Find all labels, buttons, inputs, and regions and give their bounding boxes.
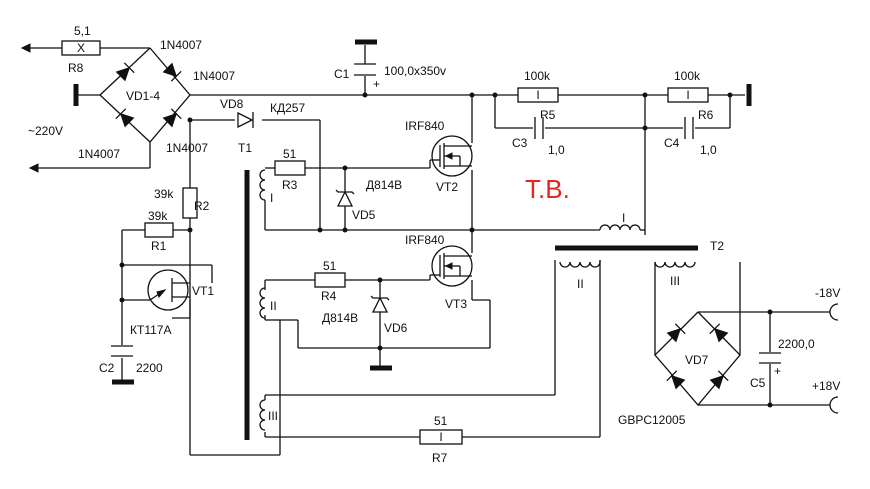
c1-capacitor: + C1 100,0x350v <box>334 63 446 91</box>
bridge-diode-bottom-left-label: 1N4007 <box>78 147 120 161</box>
r4-value: 51 <box>323 259 337 273</box>
c4-capacitor: C4 1,0 <box>664 117 717 157</box>
r7-resistor: I 51 R7 <box>419 414 463 465</box>
c2-ref: C2 <box>99 361 115 375</box>
ground-bars <box>73 39 752 385</box>
r1-ref: R1 <box>151 239 167 253</box>
t2-transformer: T2 I II III <box>555 211 724 291</box>
r8-ref: R8 <box>68 61 84 75</box>
c5-ref: C5 <box>750 376 766 390</box>
r8-mark: X <box>77 41 85 55</box>
vt1-type: КТ117А <box>130 323 171 337</box>
r7-value: 51 <box>434 414 448 428</box>
vd7-bridge: VD7 GBPC12005 <box>618 323 729 427</box>
vd6-zener: Д814В VD6 <box>322 295 408 335</box>
c4-ref: C4 <box>664 136 680 150</box>
vd5-zener: Д814В VD5 <box>335 178 402 222</box>
bridge-diode-top-right-label: 1N4007 <box>193 69 235 83</box>
r8-resistor: X 5,1 R8 <box>61 24 101 75</box>
c2-value: 2200 <box>136 361 163 375</box>
output-terminals: -18V +18V <box>812 286 840 414</box>
svg-text:+: + <box>373 77 380 91</box>
junctions <box>119 92 773 408</box>
vt3-ref: VT3 <box>445 297 467 311</box>
svg-text:+: + <box>774 364 781 378</box>
svg-text:I: I <box>536 88 539 102</box>
t1-winding-3: III <box>268 409 278 423</box>
bridge-ref: VD1-4 <box>126 89 160 103</box>
c5-capacitor: + 2200,0 C5 <box>750 337 815 390</box>
r4-ref: R4 <box>321 289 337 303</box>
vd8-value: КД257 <box>270 101 305 115</box>
title-label: T.B. <box>525 174 570 204</box>
r3-value: 51 <box>283 147 297 161</box>
c3-capacitor: C3 1,0 <box>512 117 565 157</box>
vt1-ref: VT1 <box>192 284 214 298</box>
r6-ref: R6 <box>698 108 714 122</box>
c5-value: 2200,0 <box>778 337 815 351</box>
c1-ref: C1 <box>334 67 350 81</box>
bridge-diode-top-left-label: 1N4007 <box>160 38 202 52</box>
vd5-ref: VD5 <box>352 208 376 222</box>
vd6-ref: VD6 <box>384 321 408 335</box>
c2-capacitor: C2 2200 <box>99 345 163 375</box>
output-minus-label: -18V <box>815 286 840 300</box>
vt3-mosfet: IRF840 VT3 <box>405 233 473 311</box>
c4-value: 1,0 <box>700 143 717 157</box>
wires <box>20 43 830 456</box>
t2-winding-3: III <box>670 274 680 288</box>
bridge-diode-bottom-right-label: 1N4007 <box>166 141 208 155</box>
t1-winding-1: I <box>270 191 273 205</box>
r6-value: 100k <box>674 69 701 83</box>
vt1-transistor: VT1 КТ117А <box>130 269 214 337</box>
mains-label: ~220V <box>28 124 63 138</box>
r2-resistor: 39k R2 <box>154 187 210 219</box>
r3-resistor: 51 R3 <box>274 147 306 192</box>
vt2-ref: VT2 <box>436 180 458 194</box>
t2-winding-1: I <box>622 211 625 225</box>
r2-ref: R2 <box>194 199 210 213</box>
svg-text:I: I <box>686 88 689 102</box>
vt2-mosfet: IRF840 VT2 <box>405 119 473 194</box>
vd7-ref: VD7 <box>685 353 709 367</box>
r3-ref: R3 <box>282 178 298 192</box>
vd5-value: Д814В <box>366 178 402 192</box>
t2-winding-2: II <box>577 277 584 291</box>
vt3-type: IRF840 <box>405 233 445 247</box>
c1-value: 100,0x350v <box>384 64 446 78</box>
t1-winding-2: II <box>270 299 277 313</box>
t1-transformer: T1 I II III <box>238 141 278 440</box>
t1-ref: T1 <box>238 141 252 155</box>
r8-value: 5,1 <box>74 24 91 38</box>
c3-ref: C3 <box>512 136 528 150</box>
r1-resistor: 39k R1 <box>144 209 174 253</box>
t2-ref: T2 <box>710 239 724 253</box>
vd7-type: GBPC12005 <box>618 413 686 427</box>
r7-ref: R7 <box>432 451 448 465</box>
r6-resistor: I 100k R6 <box>667 69 714 122</box>
vd8-ref: VD8 <box>220 97 244 111</box>
output-plus-label: +18V <box>812 379 840 393</box>
vd6-value: Д814В <box>322 311 358 325</box>
bridge-vd1-4: 1N4007 1N4007 1N4007 1N4007 VD1-4 <box>78 38 235 161</box>
r5-resistor: I 100k R5 <box>517 69 559 122</box>
c3-value: 1,0 <box>548 143 565 157</box>
r5-value: 100k <box>524 69 551 83</box>
r4-resistor: 51 R4 <box>314 259 346 303</box>
r1-value: 39k <box>148 209 168 223</box>
vt2-type: IRF840 <box>405 119 445 133</box>
svg-text:I: I <box>439 430 442 444</box>
vd8-diode: VD8 КД257 <box>220 97 305 129</box>
r2-value: 39k <box>154 187 174 201</box>
